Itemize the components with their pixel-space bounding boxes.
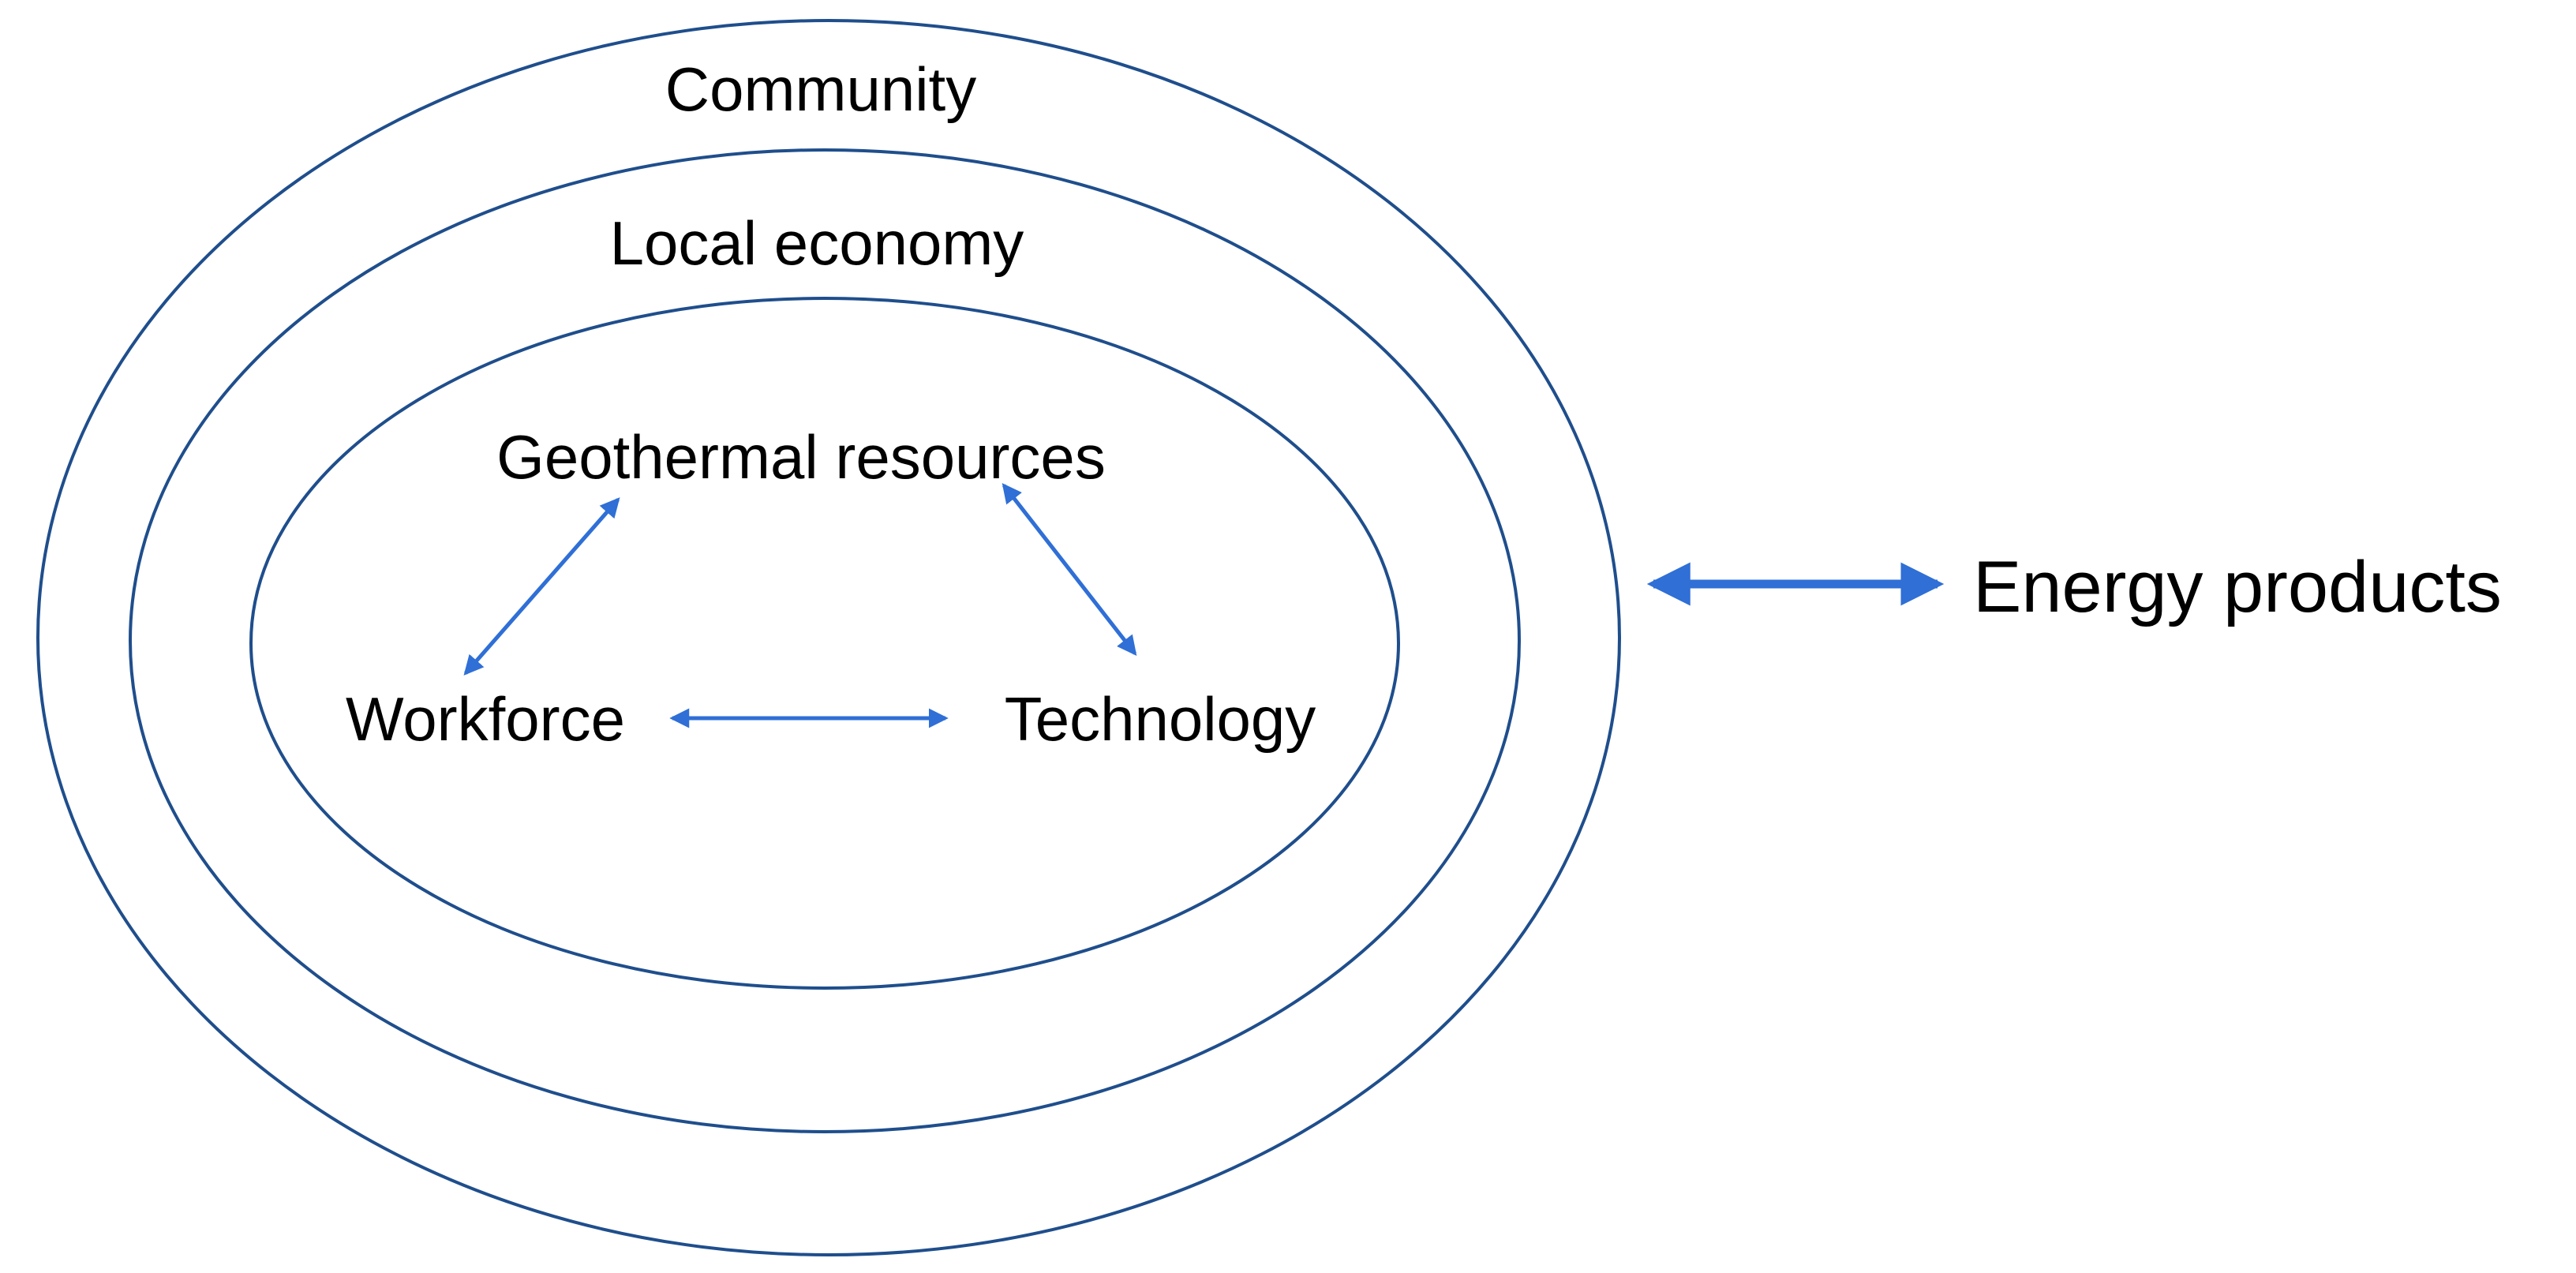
label-workforce: Workforce — [346, 684, 625, 754]
ring-inner-core — [249, 297, 1400, 990]
label-local-economy: Local economy — [610, 208, 1024, 278]
label-geothermal-resources: Geothermal resources — [496, 422, 1106, 492]
ring-local-economy — [129, 148, 1521, 1133]
ring-community — [36, 19, 1621, 1256]
label-energy-products: Energy products — [1973, 547, 2502, 627]
arrow-geothermal-workforce-icon — [463, 497, 620, 676]
arrow-geothermal-technology-icon — [1002, 483, 1137, 656]
label-technology: Technology — [1005, 684, 1316, 754]
label-community: Community — [665, 54, 976, 124]
